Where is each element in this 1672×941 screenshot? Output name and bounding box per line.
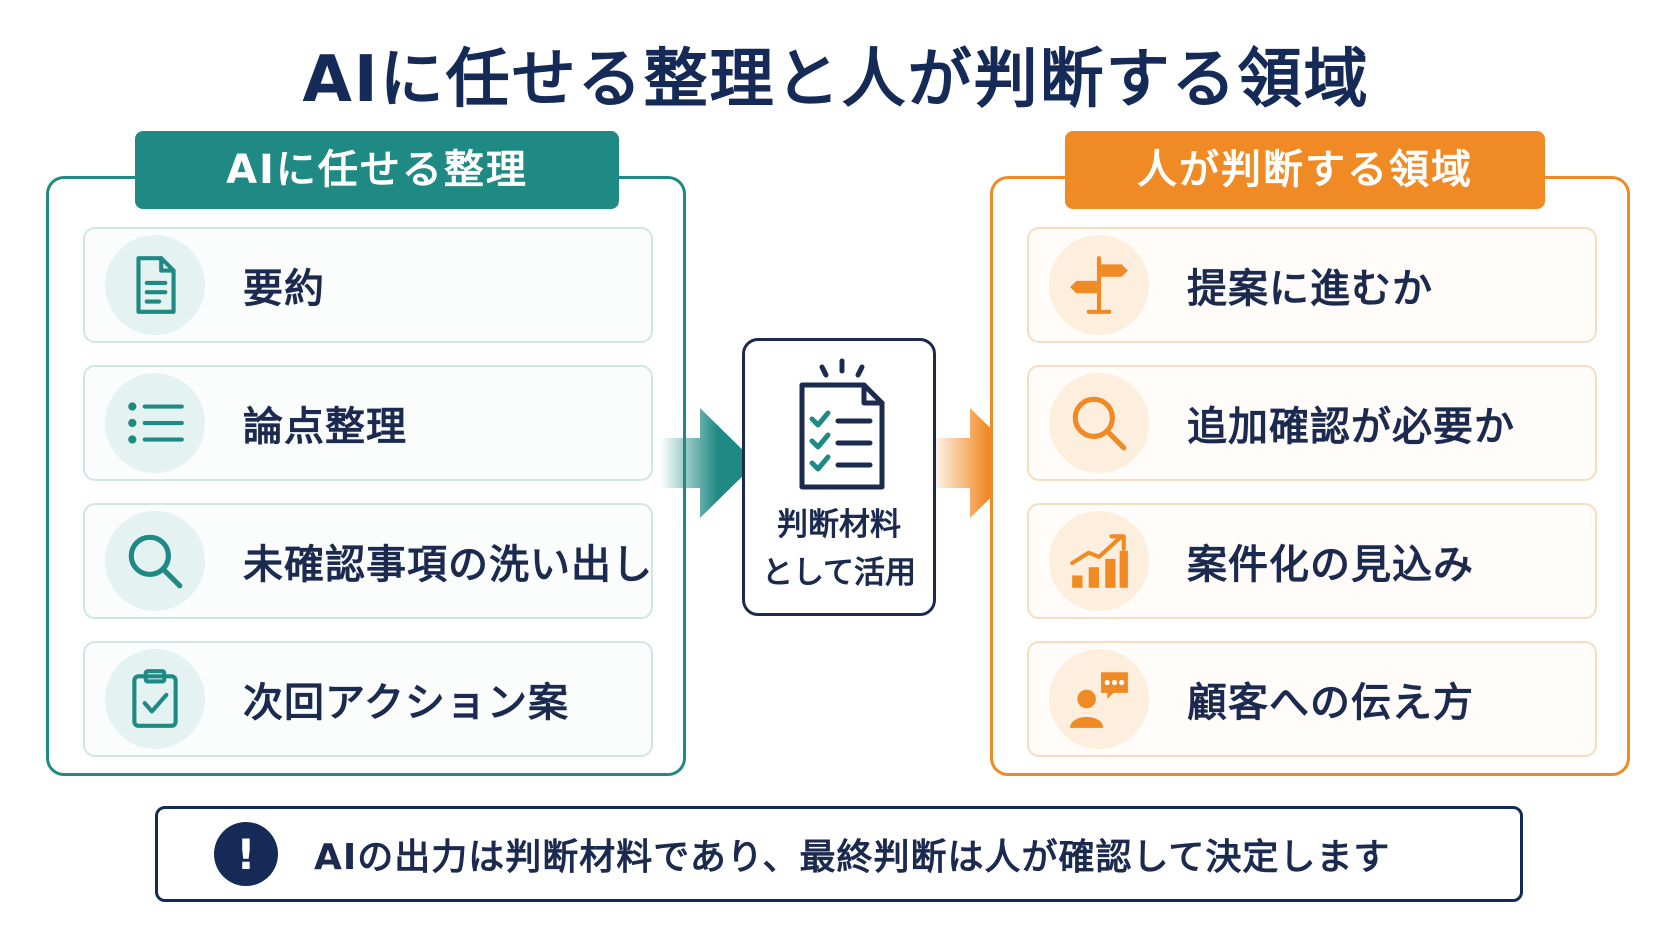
ai-item-next-action: 次回アクション案 <box>83 641 653 757</box>
clipboard-check-icon <box>105 649 205 749</box>
arrow-right-icon <box>660 408 756 518</box>
page-title: AIに任せる整理と人が判断する領域 <box>302 43 1370 117</box>
decision-material-box: 判断材料 として活用 <box>742 338 936 616</box>
ai-panel-header: AIに任せる整理 <box>135 131 619 209</box>
exclamation-icon: ! <box>214 822 278 886</box>
signpost-icon <box>1049 235 1149 335</box>
human-item-label: 案件化の見込み <box>1187 542 1474 588</box>
ai-item-label: 論点整理 <box>243 404 407 450</box>
ai-item-issues: 論点整理 <box>83 365 653 481</box>
checklist-icon <box>799 358 885 490</box>
arrow-right-icon <box>930 408 1026 518</box>
ai-item-label: 要約 <box>243 266 325 312</box>
human-item-proceed: 提案に進むか <box>1027 227 1597 343</box>
ai-item-unconfirmed: 未確認事項の洗い出し <box>83 503 653 619</box>
human-panel: 人が判断する領域 提案に進むか 追加確認が必要か <box>990 131 1630 776</box>
human-item-communication: 顧客への伝え方 <box>1027 641 1597 757</box>
list-icon <box>105 373 205 473</box>
human-item-prospect: 案件化の見込み <box>1027 503 1597 619</box>
note-text: AIの出力は判断材料であり、最終判断は人が確認して決定します <box>314 837 1391 878</box>
human-item-additional-check: 追加確認が必要か <box>1027 365 1597 481</box>
search-icon <box>1049 373 1149 473</box>
person-speech-icon <box>1049 649 1149 749</box>
center-line-2: として活用 <box>761 555 917 591</box>
search-icon <box>105 511 205 611</box>
human-item-label: 提案に進むか <box>1187 266 1433 312</box>
ai-item-summary: 要約 <box>83 227 653 343</box>
human-panel-header: 人が判断する領域 <box>1065 131 1545 209</box>
ai-panel: AIに任せる整理 要約 論点整理 <box>46 131 686 776</box>
growth-chart-icon <box>1049 511 1149 611</box>
human-item-label: 追加確認が必要か <box>1187 404 1515 450</box>
human-item-label: 顧客への伝え方 <box>1187 680 1474 726</box>
ai-item-label: 未確認事項の洗い出し <box>243 542 653 588</box>
center-line-1: 判断材料 <box>777 507 901 543</box>
ai-item-label: 次回アクション案 <box>243 680 569 726</box>
final-decision-note: ! AIの出力は判断材料であり、最終判断は人が確認して決定します <box>155 806 1523 902</box>
document-icon <box>105 235 205 335</box>
